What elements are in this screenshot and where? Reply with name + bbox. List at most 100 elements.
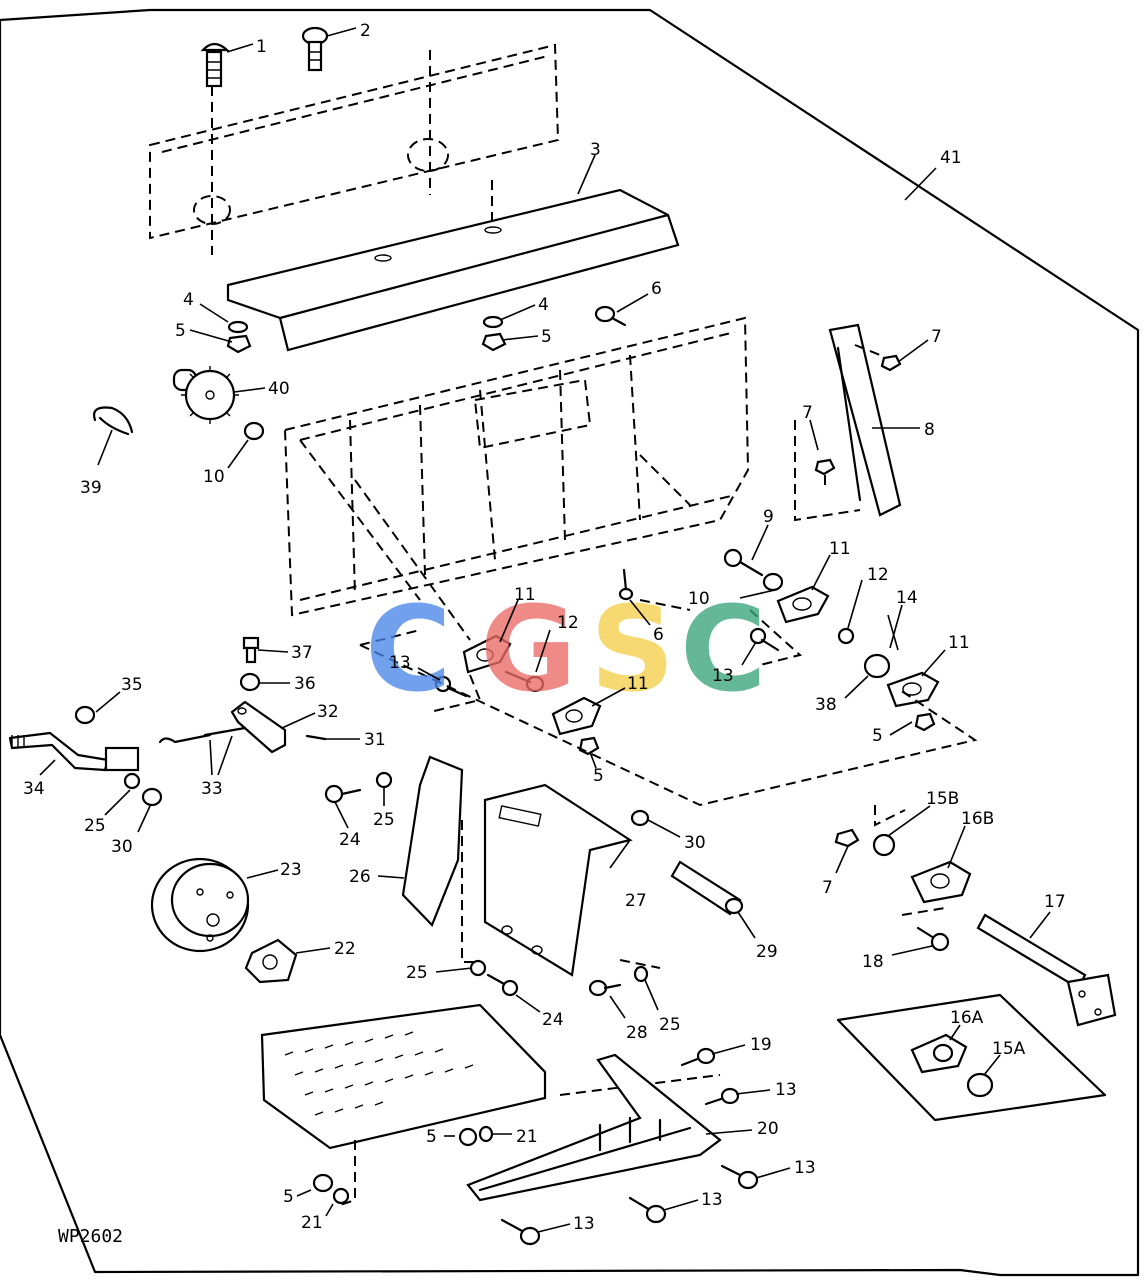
nut-7-mid [814, 458, 836, 476]
callout-19: 19 [750, 1035, 772, 1055]
nut-36 [239, 672, 261, 692]
bolt-24-upper [324, 784, 362, 804]
bolt-18 [916, 926, 950, 952]
main-frame-phantom [283, 316, 750, 617]
flange-11-d [886, 671, 940, 708]
callout-11-d: 11 [948, 633, 970, 653]
callout-20: 20 [757, 1119, 779, 1139]
screw-2 [301, 26, 329, 72]
callout-24-lower: 24 [542, 1010, 564, 1030]
callout-15b: 15B [926, 789, 959, 809]
callout-23: 23 [280, 860, 302, 880]
bolt-13-bracket-bottom [500, 1218, 541, 1246]
callout-41: 41 [940, 148, 962, 168]
brace-8 [828, 323, 902, 517]
callout-12-right: 12 [867, 565, 889, 585]
floor-plate-holes [284, 1031, 474, 1116]
washer-25-right [633, 965, 649, 983]
callout-28: 28 [626, 1023, 648, 1043]
brace-phantom [794, 344, 881, 522]
callout-11-a: 11 [514, 585, 536, 605]
flange-phantom [901, 907, 946, 916]
callout-37: 37 [291, 643, 313, 663]
bushing-15a [966, 1072, 994, 1098]
bushing-15b [872, 833, 896, 857]
channel-slot-2 [484, 226, 502, 234]
callout-11-b: 11 [627, 674, 649, 694]
shaft-29 [670, 860, 744, 916]
callout-29: 29 [756, 942, 778, 962]
washer-25-upper [375, 771, 393, 789]
nut-5-flange [578, 736, 600, 756]
callout-6-top: 6 [651, 279, 662, 299]
washer-25-mid [469, 959, 487, 977]
callout-7-top: 7 [931, 327, 942, 347]
bearing-10-right [762, 572, 784, 592]
callout-21-floor: 21 [516, 1127, 538, 1147]
bearing-38 [863, 653, 891, 679]
pulley-23 [150, 857, 250, 953]
callout-11-c: 11 [829, 539, 851, 559]
callout-18: 18 [862, 952, 884, 972]
carriage-bolt-1 [200, 42, 230, 88]
bracket-26 [401, 755, 464, 927]
callout-16b: 16B [961, 809, 994, 829]
hole-phantom-2 [407, 138, 449, 172]
callout-5-left: 5 [175, 321, 186, 341]
flange-16a [910, 1033, 968, 1074]
callout-32: 32 [317, 702, 339, 722]
frame-inner-rect [473, 378, 592, 450]
callout-22: 22 [334, 939, 356, 959]
callout-35: 35 [121, 675, 143, 695]
nut-7-top [880, 354, 902, 372]
callout-21-bottom: 21 [301, 1213, 323, 1233]
callout-2: 2 [360, 21, 371, 41]
callout-7-lower: 7 [822, 878, 833, 898]
bearing-12-right [837, 627, 855, 645]
callout-10-right: 10 [688, 589, 710, 609]
bracket-phantom [461, 820, 480, 963]
callout-38: 38 [815, 695, 837, 715]
leader-lines [39, 27, 1051, 1233]
callout-26: 26 [349, 867, 371, 887]
bolt-12-mid [504, 670, 545, 693]
nut-5-bottom [312, 1173, 334, 1193]
callout-30-left: 30 [111, 837, 133, 857]
callout-3: 3 [590, 140, 601, 160]
bolt-19 [680, 1047, 716, 1067]
callout-13-bracket-right: 13 [794, 1158, 816, 1178]
callout-14: 14 [896, 588, 918, 608]
callout-4-left: 4 [183, 290, 194, 310]
channel-slot-1 [374, 254, 392, 262]
callout-5-flange: 5 [593, 766, 604, 786]
callout-5-floor: 5 [426, 1127, 437, 1147]
inset-box [836, 993, 1107, 1122]
bolt-phantom-lower [619, 959, 661, 969]
sprocket-40 [172, 366, 239, 424]
lever-32 [230, 700, 287, 754]
bolt-6-top [594, 305, 627, 327]
hole-phantom-1 [193, 195, 231, 225]
callout-8: 8 [924, 420, 935, 440]
callout-13-bracket-upper: 13 [775, 1080, 797, 1100]
mid-envelope-phantom [359, 599, 978, 807]
callout-5-bottom: 5 [283, 1187, 294, 1207]
callout-4-right: 4 [538, 295, 549, 315]
callout-24-upper: 24 [339, 830, 361, 850]
flange-16b [910, 860, 972, 904]
callout-1: 1 [256, 37, 267, 57]
bracket-20 [466, 1053, 722, 1202]
bolt-13-bracket-right [720, 1164, 759, 1190]
callout-25-left: 25 [84, 816, 106, 836]
bolt-35 [74, 705, 96, 725]
frame-diagonal [299, 439, 691, 641]
pin-31 [305, 734, 327, 741]
spring-33 [158, 726, 247, 744]
watermark-letter-s: S [590, 580, 675, 718]
cover-hole-2 [531, 945, 543, 955]
washer-4-right [482, 315, 504, 329]
washer-21-bottom [332, 1187, 350, 1205]
bolt-9 [723, 548, 764, 577]
callout-9: 9 [763, 507, 774, 527]
